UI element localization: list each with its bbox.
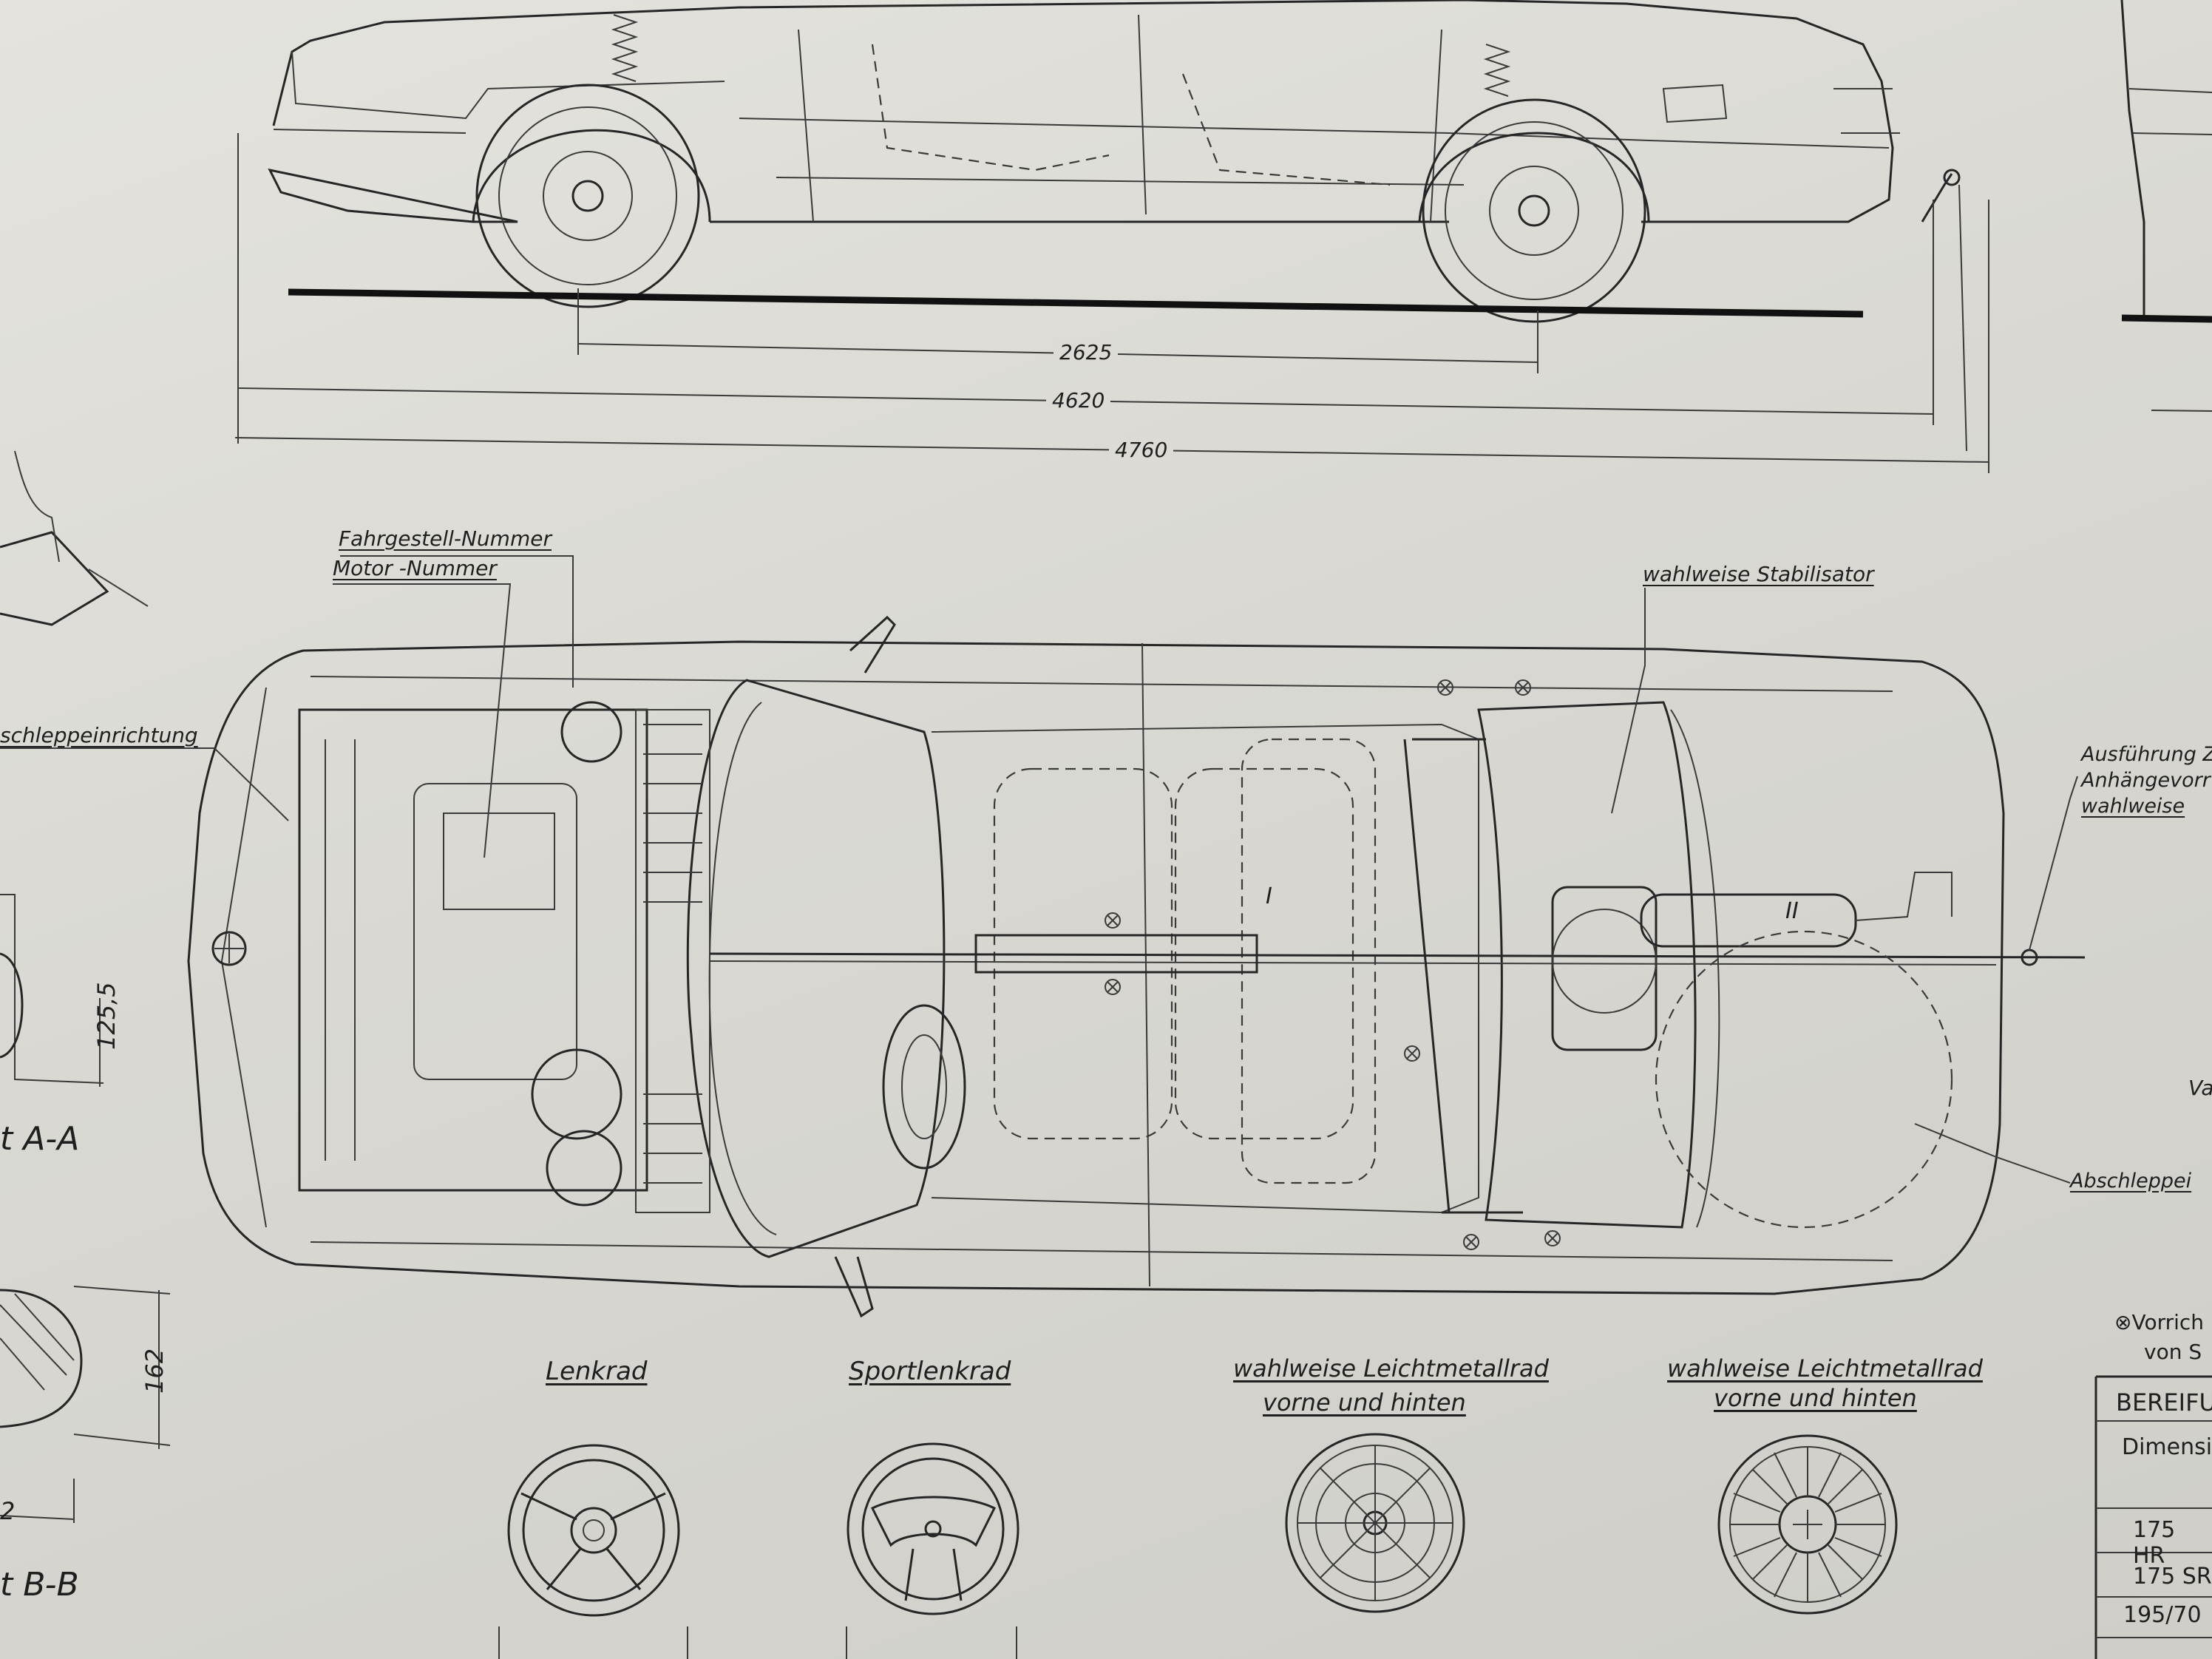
table-dim-label: Dimensio [2122,1434,2212,1460]
steering-wheel-sport [847,1442,1020,1615]
label-partial-va: Va [2188,1076,2212,1100]
label-trailer-line1: Ausführung Z [2081,743,2212,766]
label-tow-rear: Abschleppei [2070,1170,2192,1192]
caption-alloy-2-title: wahlweise Leichtmetallrad [1667,1354,1983,1382]
caption-alloy-1-subtitle: vorne und hinten [1263,1388,1466,1417]
label-chassis-number: Fahrgestell-Nummer [339,526,552,551]
dim-length-b: 4760 [1109,438,1174,462]
caption-alloy-1-title: wahlweise Leichtmetallrad [1233,1354,1549,1382]
label-trailer-line2: Anhängevorr [2081,769,2211,792]
leader-lines [0,555,2078,1184]
label-roman-1: I [1266,883,1272,909]
dim-wheelbase: 2625 [1054,340,1119,364]
alloy-wheel-2 [1717,1434,1898,1615]
legend-line2: von S [2144,1340,2202,1364]
tire-table-grid [2094,1375,2212,1659]
dim-section-height: 162 [140,1348,169,1394]
alloy-wheel-1 [1285,1433,1465,1613]
caption-sportlenkrad: Sportlenkrad [849,1357,1011,1386]
label-roman-2: II [1785,898,1799,924]
table-header: BEREIFU [2116,1388,2212,1417]
side-view-car [268,0,2212,323]
label-engine-number: Motor -Nummer [333,556,497,580]
steering-wheel-lenkrad [507,1444,680,1617]
table-row-3: 195/70 [2123,1602,2202,1628]
label-trailer-line3: wahlweise [2081,795,2185,818]
left-partial-views [0,450,171,1523]
label-section-aa: t A-A [0,1120,80,1158]
top-view-car [187,615,2086,1318]
bottom-dimension-stubs [498,1626,1017,1659]
dim-length-a: 4620 [1046,388,1111,413]
label-stabilizer: wahlweise Stabilisator [1643,562,1874,586]
dim-section-width: 125,5 [92,982,121,1050]
table-row-2: 175 SR [2133,1564,2212,1590]
dim-section-partial: 2 [0,1497,16,1525]
caption-alloy-2-subtitle: vorne und hinten [1714,1384,1917,1412]
label-tow-front: schleppeinrichtung [0,723,198,747]
table-row-1: 175 HR [2133,1517,2176,1569]
caption-lenkrad: Lenkrad [546,1357,648,1386]
label-section-bb: t B-B [0,1566,79,1604]
legend-line1: ⊗Vorrich [2114,1310,2205,1334]
